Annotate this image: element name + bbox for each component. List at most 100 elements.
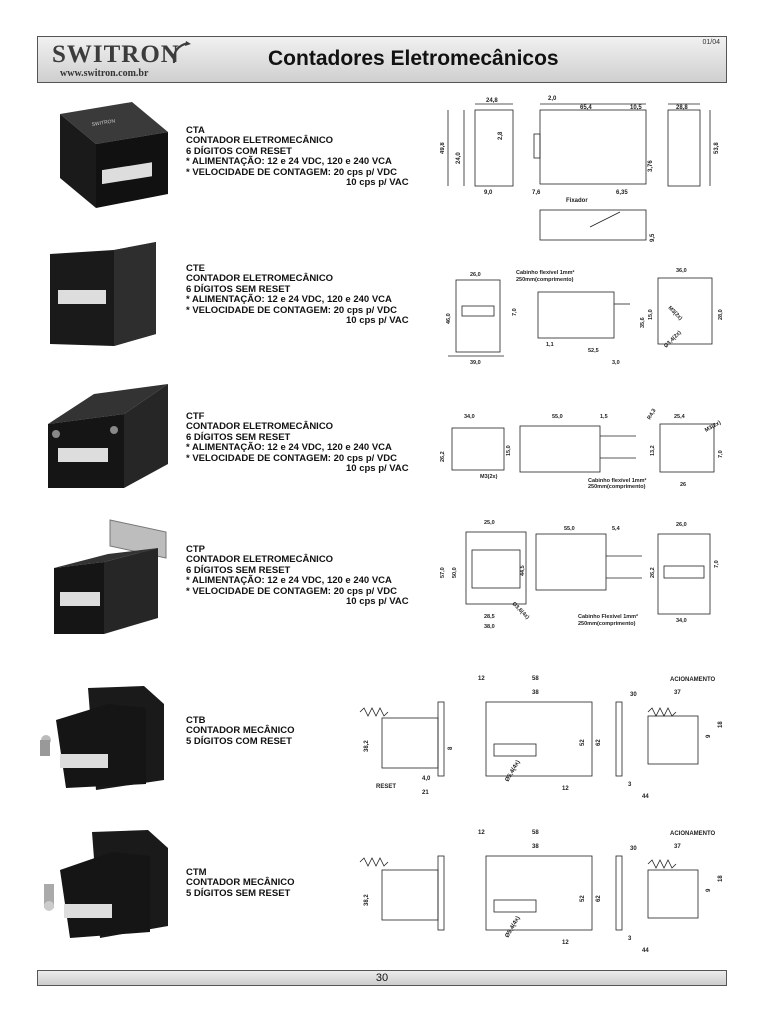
dim-label: Fixador: [566, 198, 588, 204]
product-description-ctm: CTM CONTADOR MECÂNICO 5 DÍGITOS SEM RESE…: [186, 867, 295, 899]
dim-label: 65,4: [580, 105, 592, 111]
dim-label: 7,6: [532, 190, 541, 196]
desc-line: 10 cps p/ VAC: [346, 463, 409, 475]
product-description-ctb: CTB CONTADOR MECÂNICO 5 DÍGITOS COM RESE…: [186, 715, 295, 747]
desc-line: CONTADOR MECÂNICO: [186, 725, 295, 737]
dim-label: 34,0: [464, 414, 475, 420]
dim-label: 37: [674, 844, 681, 850]
desc-line: 6 DÍGITOS SEM RESET: [186, 431, 291, 443]
product-description-cte: CTE CONTADOR ELETROMECÂNICO 6 DÍGITOS SE…: [186, 263, 409, 326]
product-description-ctp: CTP CONTADOR ELETROMECÂNICO 6 DÍGITOS SE…: [186, 544, 409, 608]
desc-line: CONTADOR ELETROMECÂNICO: [186, 421, 334, 433]
dim-label: Cabinho flexível 1mm²: [588, 477, 647, 484]
dim-label: 30: [630, 846, 637, 852]
technical-drawing-cta: 24,8 2,0 65,4 10,5 28,8 49,8 24,0 7,6 6,…: [440, 96, 720, 242]
product-photo-ctf: [48, 384, 168, 488]
page-footer: 30: [37, 970, 727, 986]
dim-label: 44: [642, 794, 649, 800]
desc-line: CONTADOR MECÂNICO: [186, 877, 295, 889]
dim-label: 26,0: [676, 522, 687, 528]
dim-label: 2,0: [548, 96, 557, 102]
dim-label: 13,2: [650, 445, 656, 456]
dim-label: 24,8: [486, 98, 498, 104]
dim-label: RESET: [376, 784, 396, 790]
dim-label: 37: [674, 690, 681, 696]
dim-label: 52,5: [588, 348, 599, 354]
dim-label: 28,8: [676, 105, 688, 111]
dim-label: 35,6: [640, 317, 646, 328]
dim-label: 50,0: [452, 567, 458, 578]
dim-label: 28,5: [484, 614, 495, 620]
dim-label: 7,0: [718, 450, 724, 458]
desc-line: 10 cps p/ VAC: [346, 596, 409, 608]
desc-line: * VELOCIDADE DE CONTAGEM: 20 cps p/ VDC: [186, 166, 397, 178]
dim-label: 12: [562, 940, 569, 946]
dim-label: 46,0: [446, 313, 452, 324]
dim-label: 8: [448, 746, 454, 750]
dim-label: 15,0: [506, 445, 512, 456]
product-code: CTM: [186, 867, 207, 878]
dim-label: 34,0: [676, 618, 687, 624]
technical-drawing-cte: 26,0 Cabinho flexível 1mm² 250mm(comprim…: [446, 268, 724, 366]
dim-label: 25,4: [674, 414, 686, 420]
technical-drawing-ctp: 25,0 55,0 5,4 26,0 57,0 50,0 44,5 28,5 3…: [440, 520, 720, 630]
dim-label: 38: [532, 844, 539, 850]
dim-label: 3,76: [648, 160, 654, 172]
page-title: Contadores Eletromecânicos: [268, 47, 559, 70]
desc-line: CONTADOR ELETROMECÂNICO: [186, 273, 334, 285]
dim-label: 6,35: [616, 190, 628, 196]
product-code: CTE: [186, 263, 205, 274]
dim-label: 7,0: [714, 560, 720, 568]
svg-text:SWITRON: SWITRON: [91, 118, 116, 128]
product-photo-ctb: [40, 686, 164, 790]
dim-label: 250mm(comprimento): [578, 621, 636, 627]
dim-label: 12: [478, 830, 485, 836]
dim-label: M3(2x): [480, 474, 498, 480]
brand-website: www.switron.com.br: [60, 68, 149, 79]
product-photo-ctm: [44, 830, 168, 938]
desc-line: CONTADOR ELETROMECÂNICO: [186, 554, 334, 566]
product-code: CTB: [186, 715, 206, 726]
desc-line: 5 DÍGITOS SEM RESET: [186, 887, 291, 899]
dim-label: 30: [630, 692, 637, 698]
desc-line: CONTADOR ELETROMECÂNICO: [186, 135, 334, 147]
dim-label: 28,0: [718, 309, 724, 320]
product-photo-cte: [50, 242, 156, 346]
dim-label: 62: [596, 895, 602, 902]
dim-label: 9,0: [484, 190, 493, 196]
dim-label: 62: [596, 739, 602, 746]
dim-label: 250mm(comprimento): [516, 277, 574, 283]
dim-label: 44,5: [520, 565, 526, 576]
dim-label: M3(2x): [704, 420, 722, 434]
product-description-cta: CTA CONTADOR ELETROMECÂNICO 6 DÍGITOS CO…: [186, 125, 409, 188]
desc-line: * ALIMENTAÇÃO: 12 e 24 VDC, 120 e 240 VC…: [186, 156, 392, 168]
dim-label: 10,5: [630, 105, 642, 111]
desc-line: * VELOCIDADE DE CONTAGEM: 20 cps p/ VDC: [186, 452, 397, 464]
page-header: SWITRON www.switron.com.br Contadores El…: [37, 36, 727, 83]
dim-label: 21: [422, 790, 429, 796]
dim-label: 12: [562, 786, 569, 792]
dim-label: 2,8: [498, 131, 504, 140]
dim-label: 18: [718, 721, 724, 728]
dim-label: 55,0: [552, 414, 563, 420]
dim-label: 24,0: [456, 152, 462, 164]
dim-label: 57,0: [440, 567, 446, 578]
product-code: CTF: [186, 411, 205, 422]
dim-label: 3,0: [612, 360, 620, 366]
dim-label: 39,0: [470, 360, 481, 366]
dim-label: 25,0: [484, 520, 495, 526]
dim-label: 44: [642, 948, 649, 954]
dim-label: 9: [706, 734, 712, 738]
page-code: 01/04: [702, 39, 720, 46]
page-number: 30: [375, 972, 389, 984]
dim-label: 49,8: [440, 142, 446, 154]
dim-label: 53,8: [714, 142, 720, 154]
desc-line: 6 DÍGITOS SEM RESET: [186, 283, 291, 295]
dim-label: 52: [580, 895, 586, 902]
dim-label: 3: [628, 782, 632, 788]
desc-line: * VELOCIDADE DE CONTAGEM: 20 cps p/ VDC: [186, 304, 397, 316]
dim-label: Ø5,4(4x): [505, 915, 522, 939]
technical-drawing-ctm: 12 58 38 ACIONAMENTO 30 37 38,2 52 62 Ø5…: [359, 830, 724, 954]
dim-label: R4,3: [647, 408, 658, 421]
dim-label: 250mm(comprimento): [588, 484, 646, 490]
